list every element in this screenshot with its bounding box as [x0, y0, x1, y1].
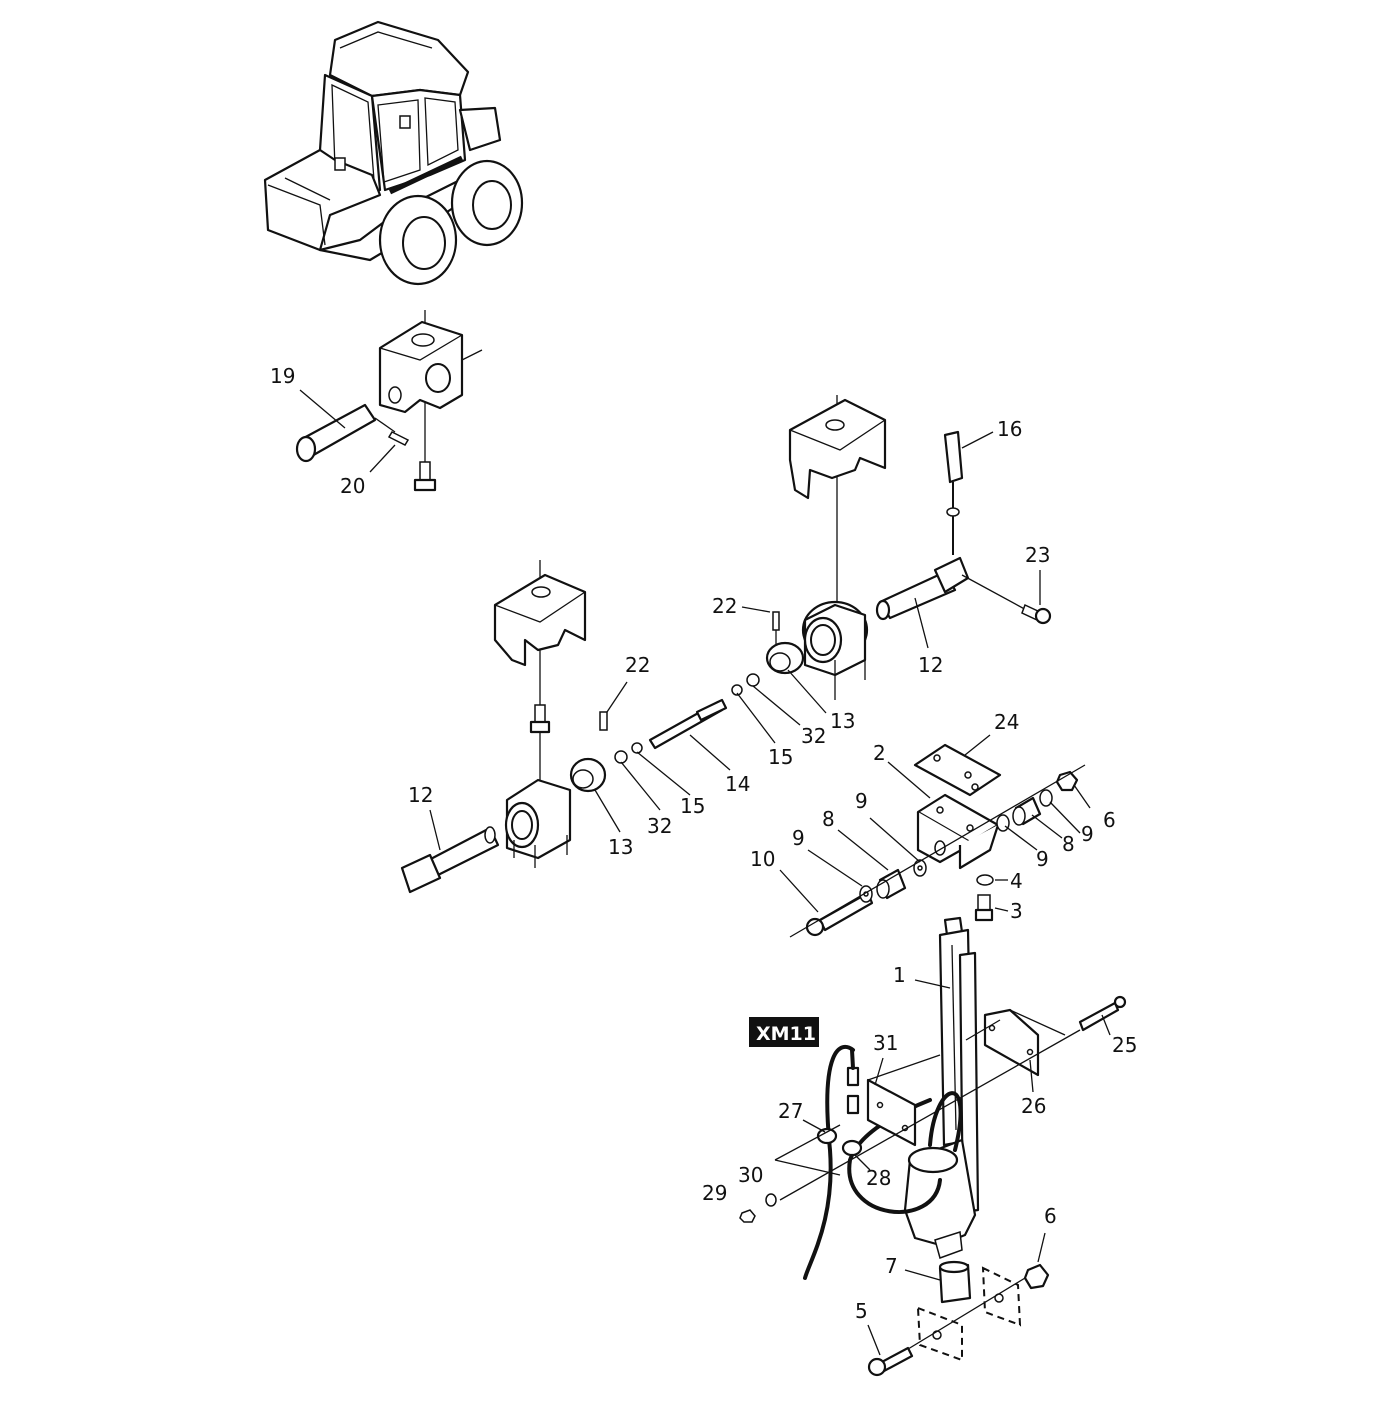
callout-32-upper: 32: [801, 724, 826, 748]
callout-12-left: 12: [408, 783, 433, 807]
callout-6-upper: 6: [1103, 808, 1116, 832]
callout-4: 4: [1010, 869, 1023, 893]
linear-actuator-assembly: [739, 916, 1127, 1377]
callout-8-a: 8: [822, 807, 835, 831]
callout-22-upper: 22: [712, 594, 737, 618]
upper-bracket-assembly: [295, 310, 483, 492]
callout-5: 5: [855, 1299, 868, 1323]
callout-22-lower: 22: [625, 653, 650, 677]
callout-8-b: 8: [1062, 832, 1075, 856]
connector-xm11-badge: XM11: [749, 1017, 819, 1047]
callout-leaders: [299, 389, 1111, 1356]
callout-14: 14: [725, 772, 750, 796]
callout-16: 16: [997, 417, 1022, 441]
callout-1: 1: [893, 963, 906, 987]
callout-29: 29: [702, 1181, 727, 1205]
callout-9-d: 9: [1036, 847, 1049, 871]
callout-9-b: 9: [792, 826, 805, 850]
callout-labels: 19 20 16 23 22 12 22 13 32 15 14 15 32 1…: [270, 364, 1137, 1323]
callout-32-lower: 32: [647, 814, 672, 838]
callout-30: 30: [738, 1163, 763, 1187]
callout-19: 19: [270, 364, 295, 388]
right-control-assembly: [648, 395, 1052, 750]
mount-bracket-assembly: [789, 743, 1086, 938]
connector-xm11-label: XM11: [756, 1023, 816, 1045]
callout-26: 26: [1021, 1094, 1046, 1118]
callout-27: 27: [778, 1099, 803, 1123]
callout-6-lower: 6: [1044, 1204, 1057, 1228]
callout-7: 7: [885, 1254, 898, 1278]
callout-9-c: 9: [1081, 822, 1094, 846]
callout-23: 23: [1025, 543, 1050, 567]
callout-31: 31: [873, 1031, 898, 1055]
callout-20: 20: [340, 474, 365, 498]
callout-15-upper: 15: [768, 745, 793, 769]
callout-13-lower: 13: [608, 835, 633, 859]
left-lower-assembly: [400, 560, 643, 894]
callout-24: 24: [994, 710, 1019, 734]
callout-15-lower: 15: [680, 794, 705, 818]
callout-2: 2: [873, 741, 886, 765]
callout-28: 28: [866, 1166, 891, 1190]
tractor-overview: [263, 20, 524, 286]
callout-25: 25: [1112, 1033, 1137, 1057]
callout-10: 10: [750, 847, 775, 871]
callout-3: 3: [1010, 899, 1023, 923]
callout-12-right: 12: [918, 653, 943, 677]
callout-13-upper: 13: [830, 709, 855, 733]
callout-9-a: 9: [855, 789, 868, 813]
